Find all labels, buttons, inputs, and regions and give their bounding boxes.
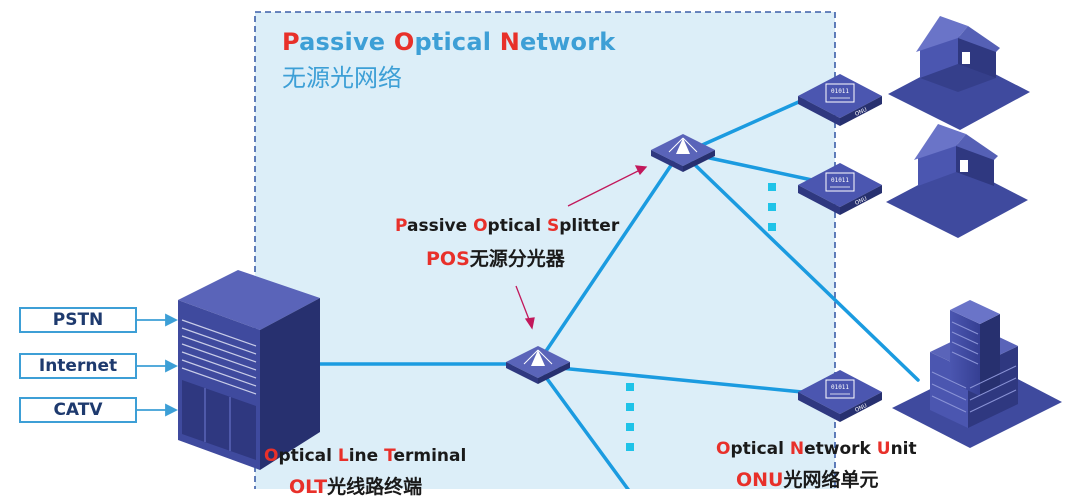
pon-zone [254, 11, 836, 489]
splitter-upper [651, 134, 715, 172]
onu-device-1: 01011 ONU [798, 74, 882, 126]
svg-text:ONU: ONU [854, 196, 868, 207]
pon-title: Passive Optical Network [282, 28, 616, 56]
splitter-label-en: Passive Optical Splitter [395, 216, 620, 236]
office-building [892, 300, 1062, 448]
pon-diagram: 01011 ONU 01011 ONU 01011 ONU [19, 11, 1062, 498]
source-box-internet: Internet [19, 353, 137, 379]
svg-text:ONU: ONU [854, 107, 868, 118]
source-box-catv: CATV [19, 397, 137, 423]
source-box-pstn: PSTN [19, 307, 137, 333]
olt-chassis [178, 270, 320, 470]
pon-subtitle: 无源光网络 [282, 64, 402, 92]
fiber-upper-splitter-to-building [690, 160, 920, 382]
onu-label-cn: ONU光网络单元 [736, 469, 879, 491]
house-2 [886, 124, 1028, 238]
more-onu-dots-lower [626, 383, 634, 451]
splitter-pointer-arrows [515, 165, 648, 330]
fiber-splitter-to-upper-splitter [538, 150, 682, 362]
fiber-splitter-downward [543, 374, 630, 489]
olt-label-en: Optical Line Terminal [264, 446, 467, 466]
onu-label-en: Optical Network Unit [716, 439, 917, 459]
splitter-label-cn: POS无源分光器 [426, 248, 565, 270]
onu-device-2: 01011 ONU [798, 163, 882, 215]
svg-text:01011: 01011 [831, 384, 849, 391]
olt-label-cn: OLT光线路终端 [289, 476, 423, 498]
house-1 [888, 16, 1030, 130]
fiber-upper-splitter-to-onu-2 [703, 155, 814, 182]
source-arrows [137, 313, 179, 417]
fiber-links [316, 94, 920, 489]
more-onu-dots-upper [768, 183, 776, 231]
svg-text:01011: 01011 [831, 88, 849, 95]
onu-device-3: 01011 ONU [798, 370, 882, 422]
fiber-splitter-to-onu-3 [558, 366, 814, 395]
diagram-canvas: 01011 ONU 01011 ONU 01011 ONU [137, 11, 1062, 489]
svg-text:ONU: ONU [854, 403, 868, 414]
splitter-lower [506, 346, 570, 384]
fiber-upper-splitter-to-onu-1 [698, 94, 814, 148]
svg-text:01011: 01011 [831, 177, 849, 184]
